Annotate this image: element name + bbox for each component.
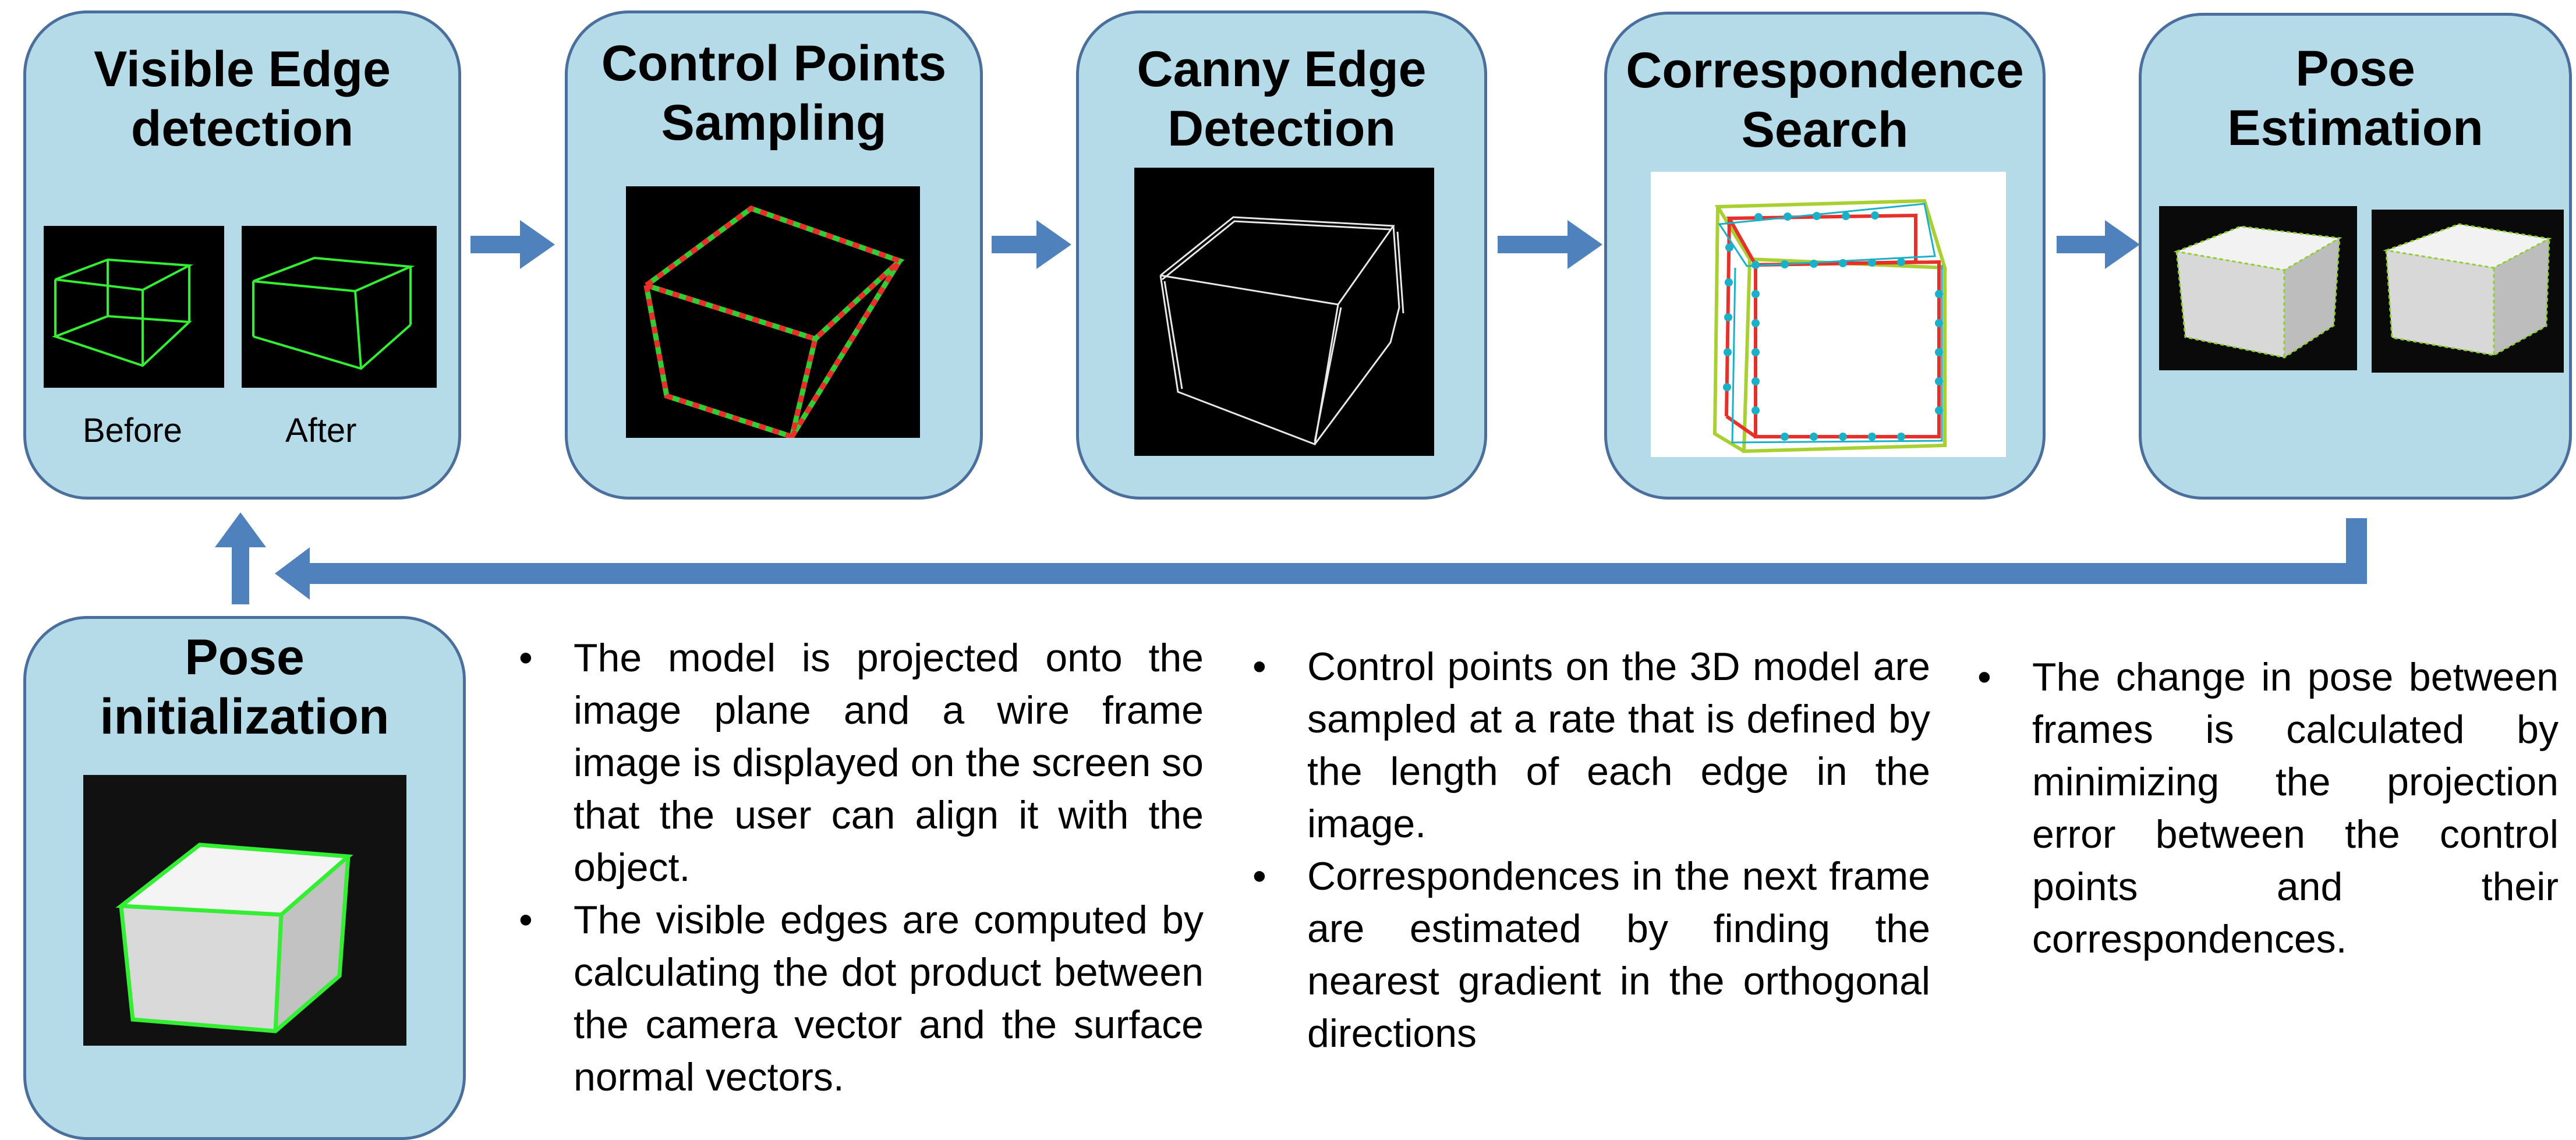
step-title: Canny Edge Detection xyxy=(1137,41,1427,157)
pose-estimate-image-1 xyxy=(2159,206,2357,370)
correspondence-image xyxy=(1651,172,2006,457)
caption-after: After xyxy=(285,412,357,449)
step-title: Correspondence Search xyxy=(1626,43,2024,158)
step-correspondence-search: Correspondence Search xyxy=(1604,12,2046,500)
arrow-up-to-step-1 xyxy=(215,512,266,604)
flow-arrows xyxy=(215,220,2367,604)
arrow-3-to-4 xyxy=(1498,220,1602,269)
note-item: The visible edges are computed by calcul… xyxy=(519,894,1204,1103)
wireframe-before-image xyxy=(44,226,224,388)
step-title: Pose Estimation xyxy=(2227,41,2483,156)
notes-column-1: The model is projected onto the image pl… xyxy=(519,632,1204,1103)
note-item: The model is projected onto the image pl… xyxy=(519,632,1204,894)
note-item: Correspondences in the next frame are es… xyxy=(1252,850,1930,1060)
caption-before: Before xyxy=(83,412,182,449)
notes-column-3: The change in pose between frames is cal… xyxy=(1977,651,2559,965)
step-title: Visible Edge detection xyxy=(94,41,391,157)
arrow-1-to-2 xyxy=(470,220,555,269)
step-pose-estimation: Pose Estimation xyxy=(2139,13,2572,500)
step-title: Pose initialization xyxy=(100,629,390,745)
note-item: The change in pose between frames is cal… xyxy=(1977,651,2559,965)
arrow-4-to-5 xyxy=(2057,220,2140,269)
note-item: Control points on the 3D model are sampl… xyxy=(1252,640,1930,850)
pose-estimate-image-2 xyxy=(2372,210,2564,373)
step-control-points-sampling: Control Points Sampling xyxy=(565,10,983,500)
notes-column-2: Control points on the 3D model are sampl… xyxy=(1252,640,1930,1060)
control-points-image xyxy=(626,186,920,438)
canny-edges-image xyxy=(1134,168,1434,456)
step-pose-initialization: Pose initialization xyxy=(23,616,466,1140)
step-canny-edge-detection: Canny Edge Detection xyxy=(1076,10,1487,500)
wireframe-after-image xyxy=(242,226,437,388)
step-visible-edge-detection: Visible Edge detection Before After xyxy=(23,10,461,500)
initial-pose-image xyxy=(83,775,406,1046)
feedback-arrow xyxy=(275,518,2367,600)
arrow-2-to-3 xyxy=(992,220,1071,269)
step-title: Control Points Sampling xyxy=(601,36,947,151)
